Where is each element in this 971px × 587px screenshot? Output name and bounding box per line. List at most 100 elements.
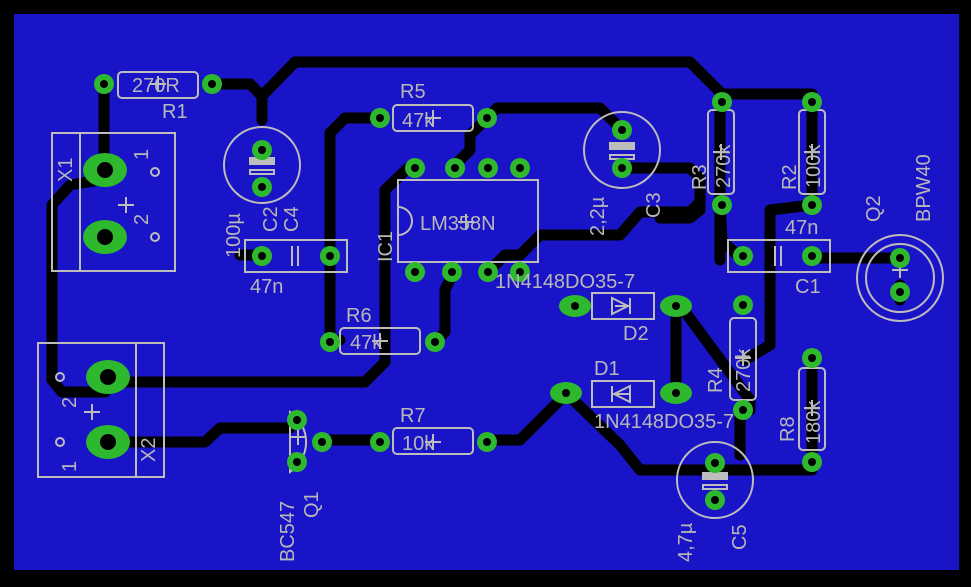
c1-pad-1-hole	[739, 252, 747, 260]
r5-pad-1-hole	[376, 114, 384, 122]
q1-pad-3-hole	[293, 458, 301, 466]
r6-pad-2-hole	[431, 338, 439, 346]
d1-pad-2-hole	[672, 389, 680, 397]
c2-value: 100µ	[223, 213, 245, 258]
r2-name: R2	[779, 164, 801, 190]
x1-name: X1	[55, 158, 77, 182]
ic1-value: LM358N	[420, 213, 496, 235]
r5-name: R5	[400, 81, 426, 103]
pads	[83, 153, 130, 459]
small-pads	[94, 74, 910, 510]
c1-pad-2-hole	[808, 252, 816, 260]
q2-pad-1-hole	[896, 254, 904, 262]
r7-pad-2-hole	[483, 438, 491, 446]
q2-outline	[856, 234, 944, 322]
c3-outline	[583, 111, 661, 189]
c5-value: 4,7µ	[675, 522, 697, 562]
c5-outline	[676, 441, 754, 519]
x2-name: X2	[138, 438, 160, 462]
c1-value: 47n	[785, 217, 818, 239]
c1-outline	[727, 239, 831, 273]
copper-pour	[14, 14, 959, 570]
d1-outline	[591, 380, 655, 408]
x1-pin2-label: 2	[131, 214, 153, 225]
r6-outline	[339, 327, 421, 355]
r1-name: R1	[162, 101, 188, 123]
c5-pad-minus-hole	[711, 496, 719, 504]
d2-pad-2-hole	[672, 302, 680, 310]
r6-name: R6	[346, 305, 372, 327]
c2-outline	[223, 126, 301, 204]
silk-text: 270R R1 R5 47k R6 47k R7 10k 47n C1 47n …	[55, 75, 935, 562]
c1-name: C1	[795, 276, 821, 298]
ic1-pad-3-hole	[484, 268, 492, 276]
ic1-pad-2-hole	[448, 268, 456, 276]
c2-pad-plus-hole	[258, 146, 266, 154]
r1-value: 270R	[132, 75, 180, 97]
ic1-outline	[397, 179, 539, 263]
r8-pad-1-hole	[808, 354, 816, 362]
r7-value: 10k	[402, 433, 435, 455]
c3-name: C3	[643, 192, 665, 218]
r2-value: 100k	[803, 144, 825, 188]
ic1-pad-1-hole	[411, 268, 419, 276]
c4-name: C4	[281, 206, 303, 232]
q2-name: Q2	[863, 195, 885, 222]
c5-pad-plus-hole	[711, 459, 719, 467]
r1-pad-1-hole	[100, 80, 108, 88]
r4-pad-1-hole	[739, 301, 747, 309]
ic1-pad-4-hole	[516, 268, 524, 276]
ic1-pad-8-hole	[411, 164, 419, 172]
r5-value: 47k	[402, 110, 435, 132]
q1-pad-1-hole	[293, 416, 301, 424]
r3-value: 270k	[713, 144, 735, 188]
ic1-pad-6-hole	[484, 164, 492, 172]
q2-value: BPW40	[913, 154, 935, 222]
r8-value: 180k	[803, 400, 825, 444]
r8-pad-2-hole	[808, 458, 816, 466]
r1-outline	[117, 71, 199, 99]
r2-pad-2-hole	[808, 201, 816, 209]
x2-pin2-label: 2	[59, 397, 81, 408]
d2-name: D2	[623, 323, 649, 345]
d2-outline	[591, 292, 655, 320]
c4-value: 47n	[250, 276, 283, 298]
ic1-name: IC1	[375, 231, 397, 262]
d2-pad-1-hole	[571, 302, 579, 310]
ic1-pad-5-hole	[516, 164, 524, 172]
c3-value: 2,2µ	[587, 196, 609, 236]
x2-pin1-label: 1	[59, 461, 81, 472]
x1-outline	[51, 132, 176, 272]
c4-pad-1-hole	[258, 252, 266, 260]
d1-value: 1N4148DO35-7	[594, 411, 734, 433]
r4-name: R4	[705, 367, 727, 393]
q1-name: Q1	[301, 491, 323, 518]
r6-value: 47k	[350, 332, 383, 354]
r7-outline	[392, 427, 474, 455]
c2-pad-minus-hole	[258, 183, 266, 191]
d2-value: 1N4148DO35-7	[495, 271, 635, 293]
q1-value: BC547	[277, 501, 299, 562]
r5-pad-2-hole	[483, 114, 491, 122]
r2-pad-1-hole	[808, 98, 816, 106]
r3-name: R3	[689, 164, 711, 190]
r4-value: 270k	[733, 348, 755, 392]
r4-pad-2-hole	[739, 406, 747, 414]
x1-pin1-label: 1	[131, 149, 153, 160]
ic1-pad-7-hole	[451, 164, 459, 172]
r7-name: R7	[400, 405, 426, 427]
r6-pad-1-hole	[326, 338, 334, 346]
r5-outline	[392, 104, 474, 132]
d1-pad-1-hole	[562, 389, 570, 397]
silk-symbols	[55, 76, 908, 490]
r3-pad-2-hole	[718, 201, 726, 209]
d1-name: D1	[594, 358, 620, 380]
c4-pad-2-hole	[326, 252, 334, 260]
q1-pad-2-hole	[318, 438, 326, 446]
c3-pad-minus-hole	[618, 164, 626, 172]
r1-pad-2-hole	[208, 80, 216, 88]
c5-name: C5	[729, 524, 751, 550]
r8-name: R8	[777, 416, 799, 442]
c4-outline	[244, 239, 348, 273]
